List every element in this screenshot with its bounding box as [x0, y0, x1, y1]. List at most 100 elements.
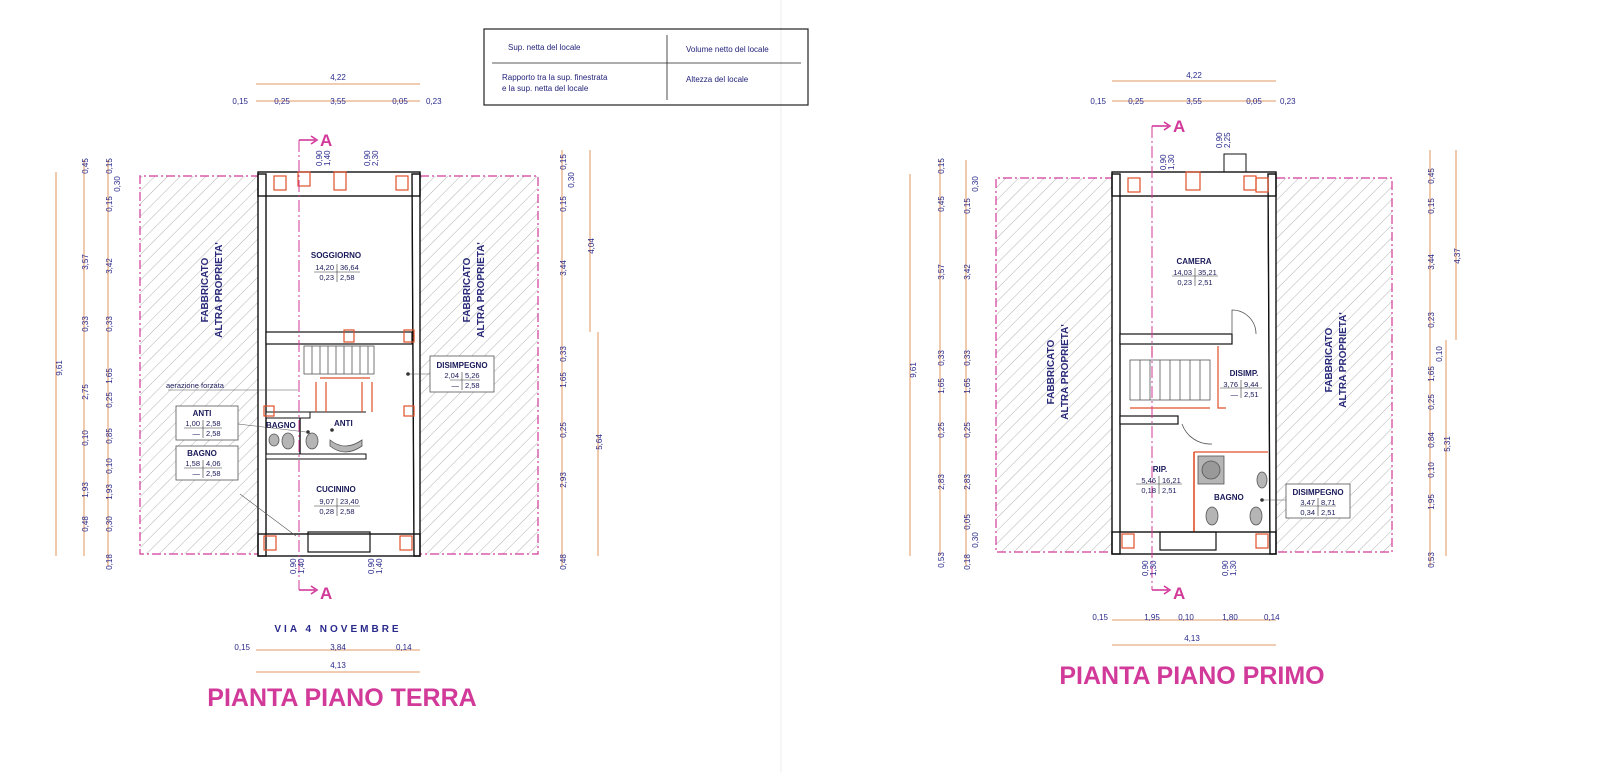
legend-net-volume: Volume netto del locale	[686, 45, 769, 54]
ground-left-outer-5: 1,93	[81, 482, 90, 498]
room-ratio: —	[452, 381, 460, 390]
ground-floor-plan: FABBRICATO ALTRA PROPRIETA' FABBRICATO A…	[55, 73, 604, 712]
ground-right-inner-8: 0,48	[559, 554, 568, 570]
first-win-bot-1: 1,30	[1149, 560, 1158, 576]
room-height: 2,58	[340, 273, 355, 282]
first-neighbor-left-line1: FABBRICATO	[1046, 339, 1057, 404]
first-right-inner-5: 1,65	[1427, 366, 1436, 382]
room-volume: 9,44	[1244, 380, 1259, 389]
ground-room-soggiorno: SOGGIORNO 14,20 36,64 0,23 2,58	[311, 251, 361, 282]
room-ratio: 0,28	[319, 507, 334, 516]
first-right-inner-6: 0,25	[1427, 394, 1436, 410]
first-right-inner-8: 0,10	[1427, 462, 1436, 478]
ground-top-total: 4,22	[330, 73, 346, 82]
room-volume: 16,21	[1162, 476, 1181, 485]
first-bot-e: 0,14	[1264, 613, 1280, 622]
ground-section-mark-top: A	[320, 131, 332, 150]
ground-bottom-dimensions: 0,90 1,40 0,90 1,40 VIA 4 NOVEMBRE 0,15 …	[207, 558, 476, 712]
ground-left-inner-10: 0,30	[105, 516, 114, 532]
ground-left-inner-5: 1,65	[105, 368, 114, 384]
room-volume: 2,58	[206, 419, 221, 428]
room-ratio: —	[193, 429, 201, 438]
ground-win-top-0: 0,90	[315, 150, 324, 166]
ground-left-outer-1: 3,57	[81, 254, 90, 270]
room-area: 3,47	[1300, 498, 1315, 507]
room-height: 2,51	[1244, 390, 1259, 399]
ground-left-inner-3: 3,42	[105, 258, 114, 274]
ground-bot-c: 0,14	[396, 643, 412, 652]
ground-right-inner-0: 0,15	[559, 154, 568, 170]
room-area: 14,03	[1173, 268, 1192, 277]
ground-right-inner-5: 1,65	[559, 372, 568, 388]
ground-bot-total: 4,13	[330, 661, 346, 670]
ground-forced-air-label: aerazione forzata	[166, 381, 225, 390]
room-ratio: 0,23	[319, 273, 334, 282]
ground-neighbor-right-line1: FABBRICATO	[462, 257, 473, 322]
first-neighbor-left: FABBRICATO ALTRA PROPRIETA'	[995, 177, 1114, 553]
ground-left-outer-total: 9,61	[55, 360, 64, 376]
first-right-inner-1: 0,15	[1427, 198, 1436, 214]
ground-win-bot-2: 0,90	[367, 558, 376, 574]
ground-left-inner-1: 0,30	[113, 176, 122, 192]
first-right-inner-3: 0,23	[1427, 312, 1436, 328]
room-area: 2,04	[444, 371, 459, 380]
room-ratio: 0,23	[1177, 278, 1192, 287]
room-height: 2,58	[206, 429, 221, 438]
first-right-inner-9: 1,95	[1427, 494, 1436, 510]
first-left-inner-3: 0,33	[963, 350, 972, 366]
first-door-swings	[1181, 309, 1257, 445]
ground-neighbor-right-line2: ALTRA PROPRIETA'	[476, 242, 487, 338]
first-left-inner-2: 3,42	[963, 264, 972, 280]
ground-right-inner-3: 3,44	[559, 260, 568, 276]
first-win-top-3: 2,25	[1223, 132, 1232, 148]
ground-section-line: A A	[298, 131, 332, 603]
legend-box: Sup. netta del locale Volume netto del l…	[483, 28, 809, 106]
ground-right-inner-7: 2,93	[559, 472, 568, 488]
first-top-c: 3,55	[1186, 97, 1202, 106]
ground-win-top-1: 1,40	[323, 150, 332, 166]
first-left-inner-0: 0,30	[971, 176, 980, 192]
ground-win-top-3: 2,30	[371, 150, 380, 166]
ground-top-e: 0,23	[426, 97, 442, 106]
ground-left-inner-8: 0,10	[105, 458, 114, 474]
ground-left-outer-6: 0,48	[81, 516, 90, 532]
room-ratio: —	[193, 469, 201, 478]
first-bot-b: 1,95	[1144, 613, 1160, 622]
first-win-top-0: 0,90	[1159, 154, 1168, 170]
room-ratio: 0,18	[1141, 486, 1156, 495]
ground-left-inner-0: 0,15	[105, 158, 114, 174]
ground-top-dimensions: 4,22 0,15 0,25 3,55 0,05 0,23 0,90 1,40 …	[232, 73, 442, 166]
first-left-outer-total: 9,61	[909, 362, 918, 378]
first-top-a: 0,15	[1090, 97, 1106, 106]
first-left-mid-1: 0,45	[937, 196, 946, 212]
room-name: BAGNO	[187, 449, 217, 458]
first-right-inner-2: 3,44	[1427, 254, 1436, 270]
room-ratio: —	[1231, 390, 1239, 399]
ground-plan-label-bagno: BAGNO	[266, 421, 296, 430]
room-volume: 35,21	[1198, 268, 1217, 277]
ground-right-dimensions	[561, 150, 599, 566]
room-volume: 36,64	[340, 263, 359, 272]
first-section-mark-top: A	[1173, 117, 1185, 136]
room-volume: 4,06	[206, 459, 221, 468]
first-top-d: 0,05	[1246, 97, 1262, 106]
ground-left-outer-2: 0,33	[81, 316, 90, 332]
first-left-inner-4: 1,65	[963, 378, 972, 394]
first-right-inner-10: 0,53	[1427, 552, 1436, 568]
ground-right-inner-4: 0,33	[559, 346, 568, 362]
room-area: 9,07	[319, 497, 334, 506]
ground-section-mark-bottom: A	[320, 584, 332, 603]
room-height: 2,51	[1162, 486, 1177, 495]
first-plan-label-bagno: BAGNO	[1214, 493, 1244, 502]
first-title: PIANTA PIANO PRIMO	[1059, 662, 1324, 690]
ground-left-inner-6: 0,25	[105, 392, 114, 408]
first-left-inner-7: 0,05	[963, 514, 972, 530]
room-name: DISIMP.	[1230, 369, 1259, 378]
first-left-mid-3: 0,33	[937, 350, 946, 366]
ground-top-c: 3,55	[330, 97, 346, 106]
ground-neighbor-left-line2: ALTRA PROPRIETA'	[214, 242, 225, 338]
first-room-disimpegno: DISIMPEGNO 3,47 8,71 0,34 2,51	[1260, 483, 1351, 519]
first-left-mid-0: 0,15	[937, 158, 946, 174]
